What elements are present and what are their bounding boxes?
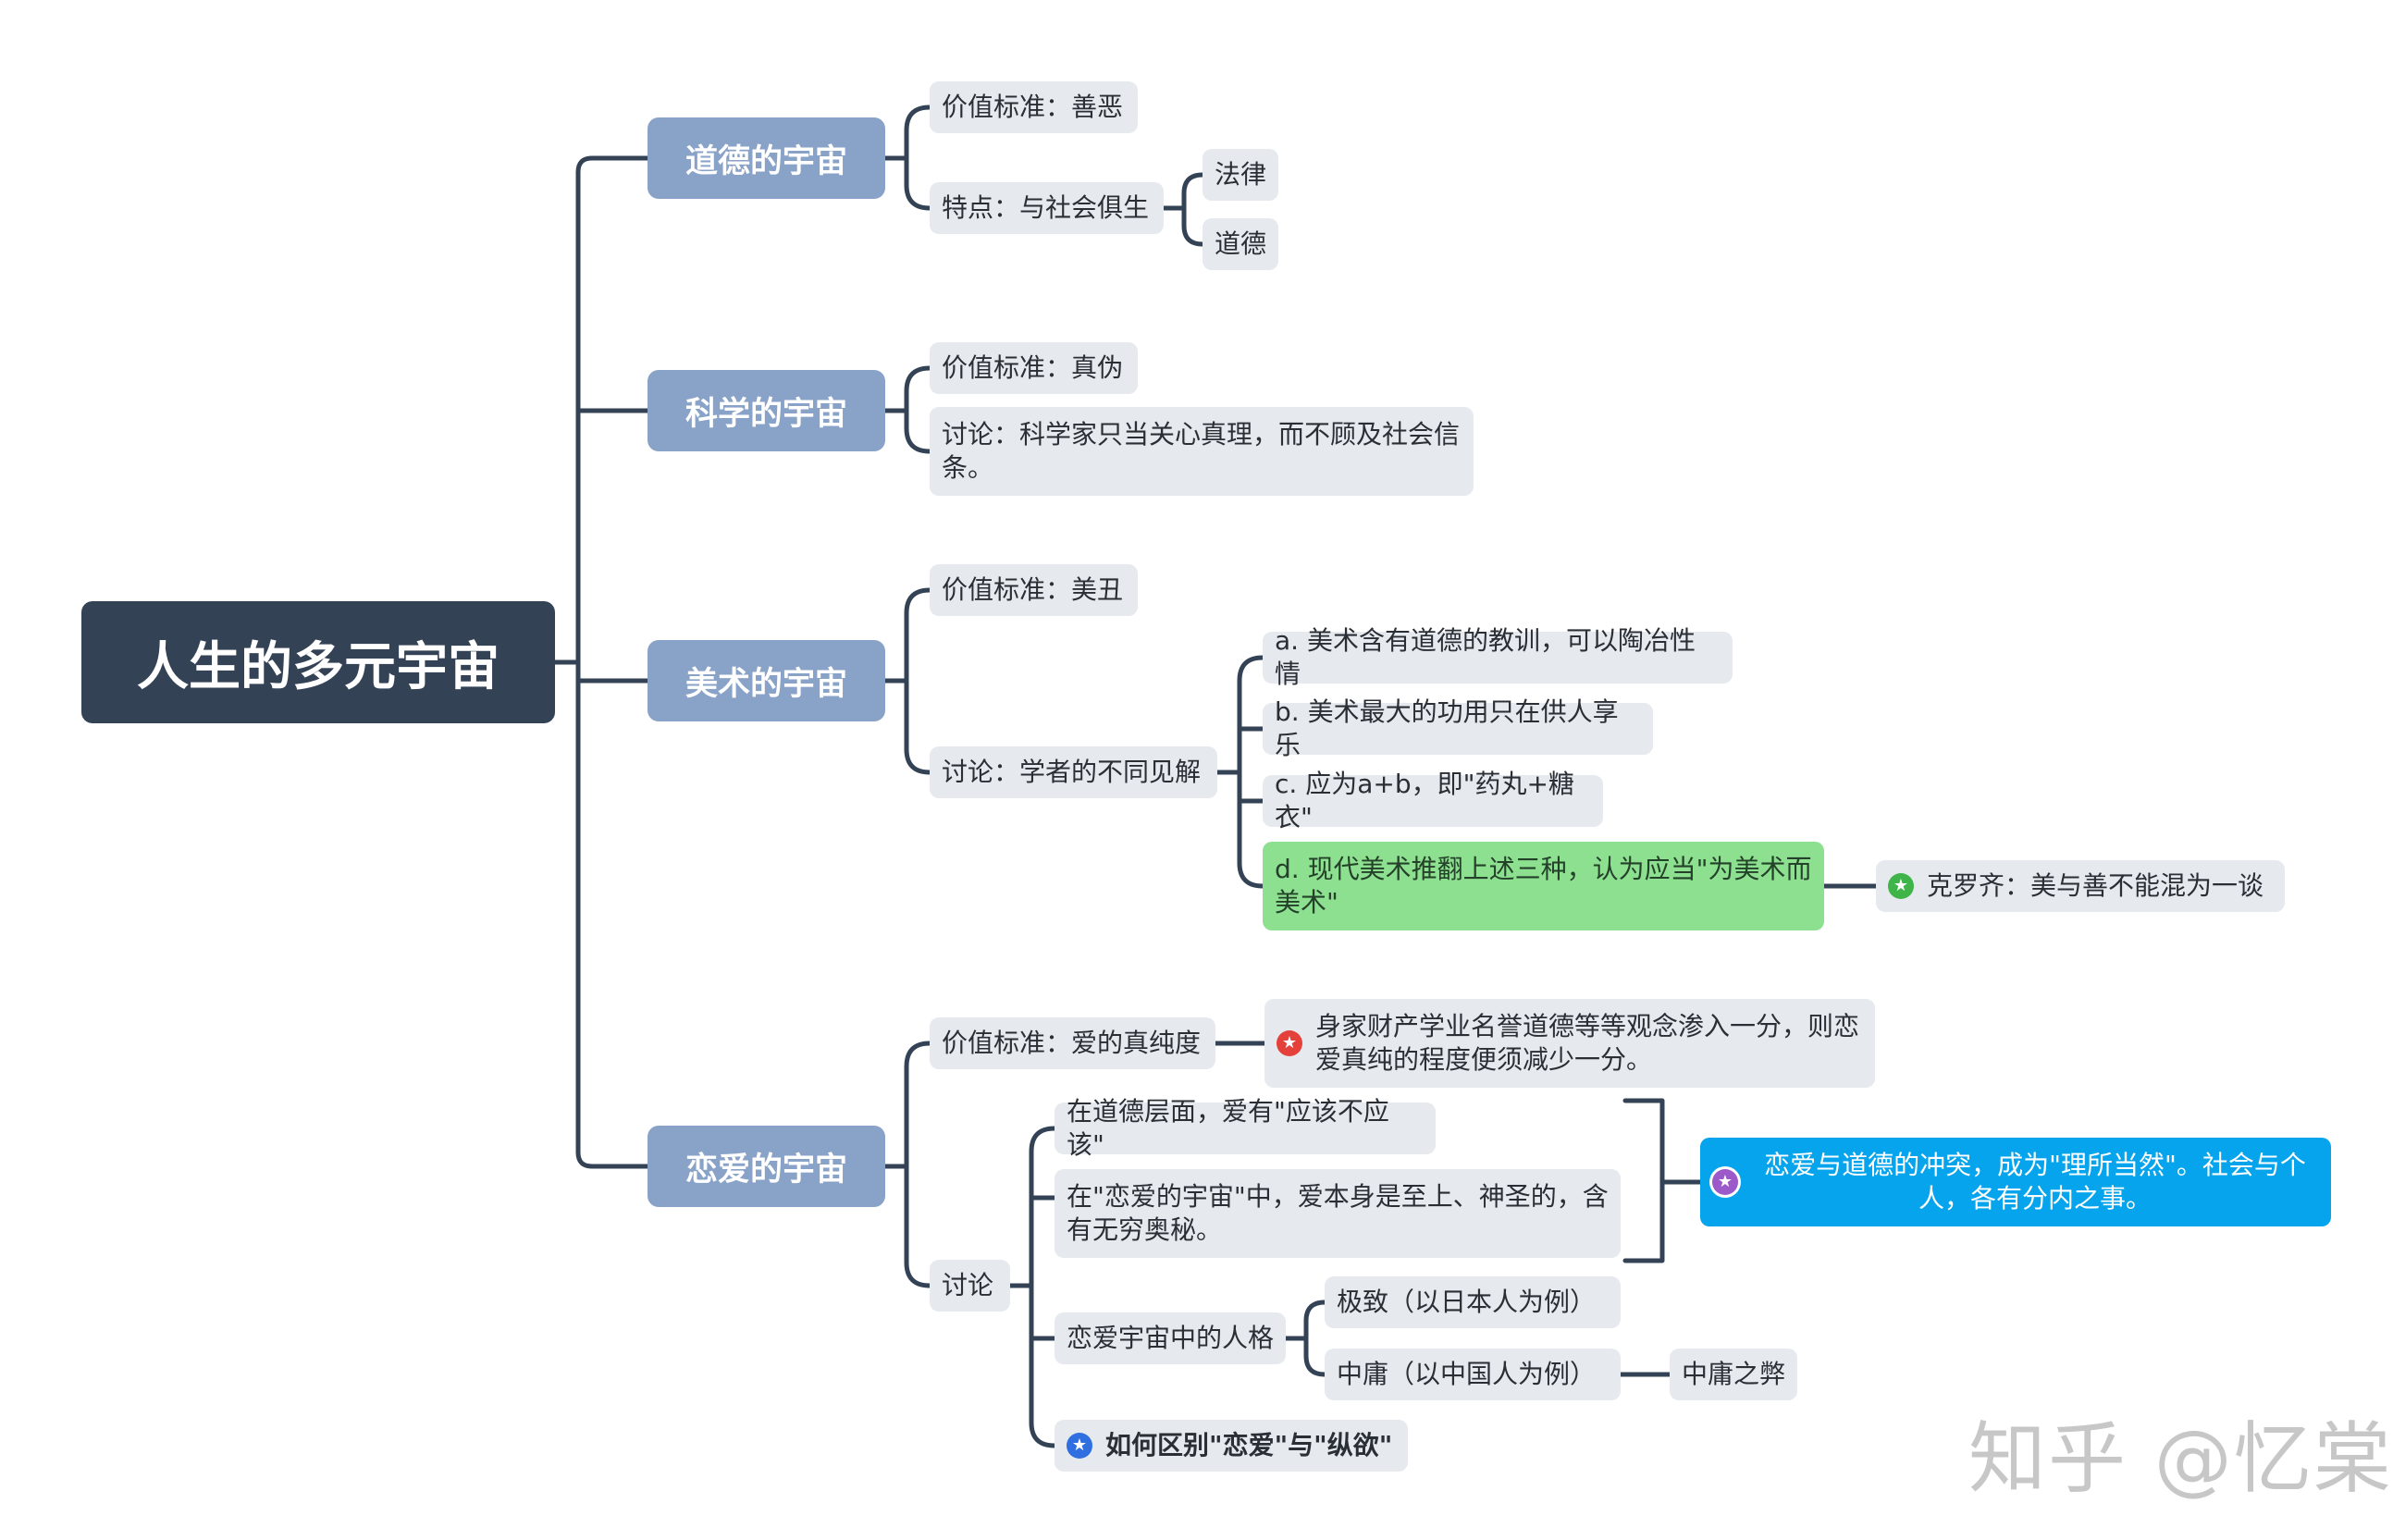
love-conflict[interactable]: ★ 恋爱与道德的冲突，成为"理所当然"。社会与个人，各有分内之事。 [1700,1138,2331,1226]
personality-moderate[interactable]: 中庸（以中国人为例） [1325,1349,1621,1400]
branch-morality[interactable]: 道德的宇宙 [648,117,885,199]
root-node[interactable]: 人生的多元宇宙 [81,601,555,723]
branch-science-label: 科学的宇宙 [685,395,847,433]
love-universe-view[interactable]: 在"恋爱的宇宙"中，爱本身是至上、神圣的，含有无穷奥秘。 [1055,1169,1621,1258]
moderate-flaw[interactable]: 中庸之弊 [1670,1349,1797,1400]
morality-value-standard[interactable]: 价值标准：善恶 [930,81,1138,133]
art-view-c[interactable]: c. 应为a+b，即"药丸+糖衣" [1263,769,1603,832]
science-value-standard[interactable]: 价值标准：真伪 [930,342,1138,394]
feature-item-law[interactable]: 法律 [1203,149,1278,201]
branch-science[interactable]: 科学的宇宙 [648,370,885,451]
personality-extreme[interactable]: 极致（以日本人为例） [1325,1276,1621,1328]
science-discussion[interactable]: 讨论：科学家只当关心真理，而不顾及社会信条。 [930,407,1474,496]
branch-morality-label: 道德的宇宙 [685,142,847,180]
branch-art-label: 美术的宇宙 [685,665,847,703]
branch-love[interactable]: 恋爱的宇宙 [648,1126,885,1207]
love-value-standard[interactable]: 价值标准：爱的真纯度 [930,1017,1215,1069]
art-value-standard[interactable]: 价值标准：美丑 [930,564,1138,616]
love-distinguish[interactable]: ★ 如何区别"恋爱"与"纵欲" [1055,1420,1408,1472]
root-label: 人生的多元宇宙 [137,636,500,697]
art-croce[interactable]: ★ 克罗齐：美与善不能混为一谈 [1876,860,2285,912]
branch-love-label: 恋爱的宇宙 [685,1151,847,1189]
feature-item-morality[interactable]: 道德 [1203,218,1278,270]
art-discussion[interactable]: 讨论：学者的不同见解 [930,746,1217,798]
star-icon-blue: ★ [1067,1433,1092,1459]
star-icon-purple: ★ [1712,1169,1738,1195]
love-personality[interactable]: 恋爱宇宙中的人格 [1055,1312,1286,1364]
art-view-d[interactable]: d. 现代美术推翻上述三种，认为应当"为美术而美术" [1263,842,1824,930]
love-moral-level[interactable]: 在道德层面，爱有"应该不应该" [1055,1096,1436,1160]
art-view-a[interactable]: a. 美术含有道德的教训，可以陶冶性情 [1263,625,1733,689]
love-value-note[interactable]: ★ 身家财产学业名誉道德等等观念渗入一分，则恋爱真纯的程度便须减少一分。 [1264,999,1875,1088]
star-icon-green: ★ [1888,873,1914,899]
watermark: 知乎 @忆棠 [1968,1413,2393,1504]
branch-art[interactable]: 美术的宇宙 [648,640,885,721]
love-discussion[interactable]: 讨论 [930,1260,1010,1312]
art-view-b[interactable]: b. 美术最大的功用只在供人享乐 [1263,696,1653,760]
star-icon-red: ★ [1277,1030,1302,1056]
morality-feature[interactable]: 特点：与社会俱生 [930,182,1164,234]
